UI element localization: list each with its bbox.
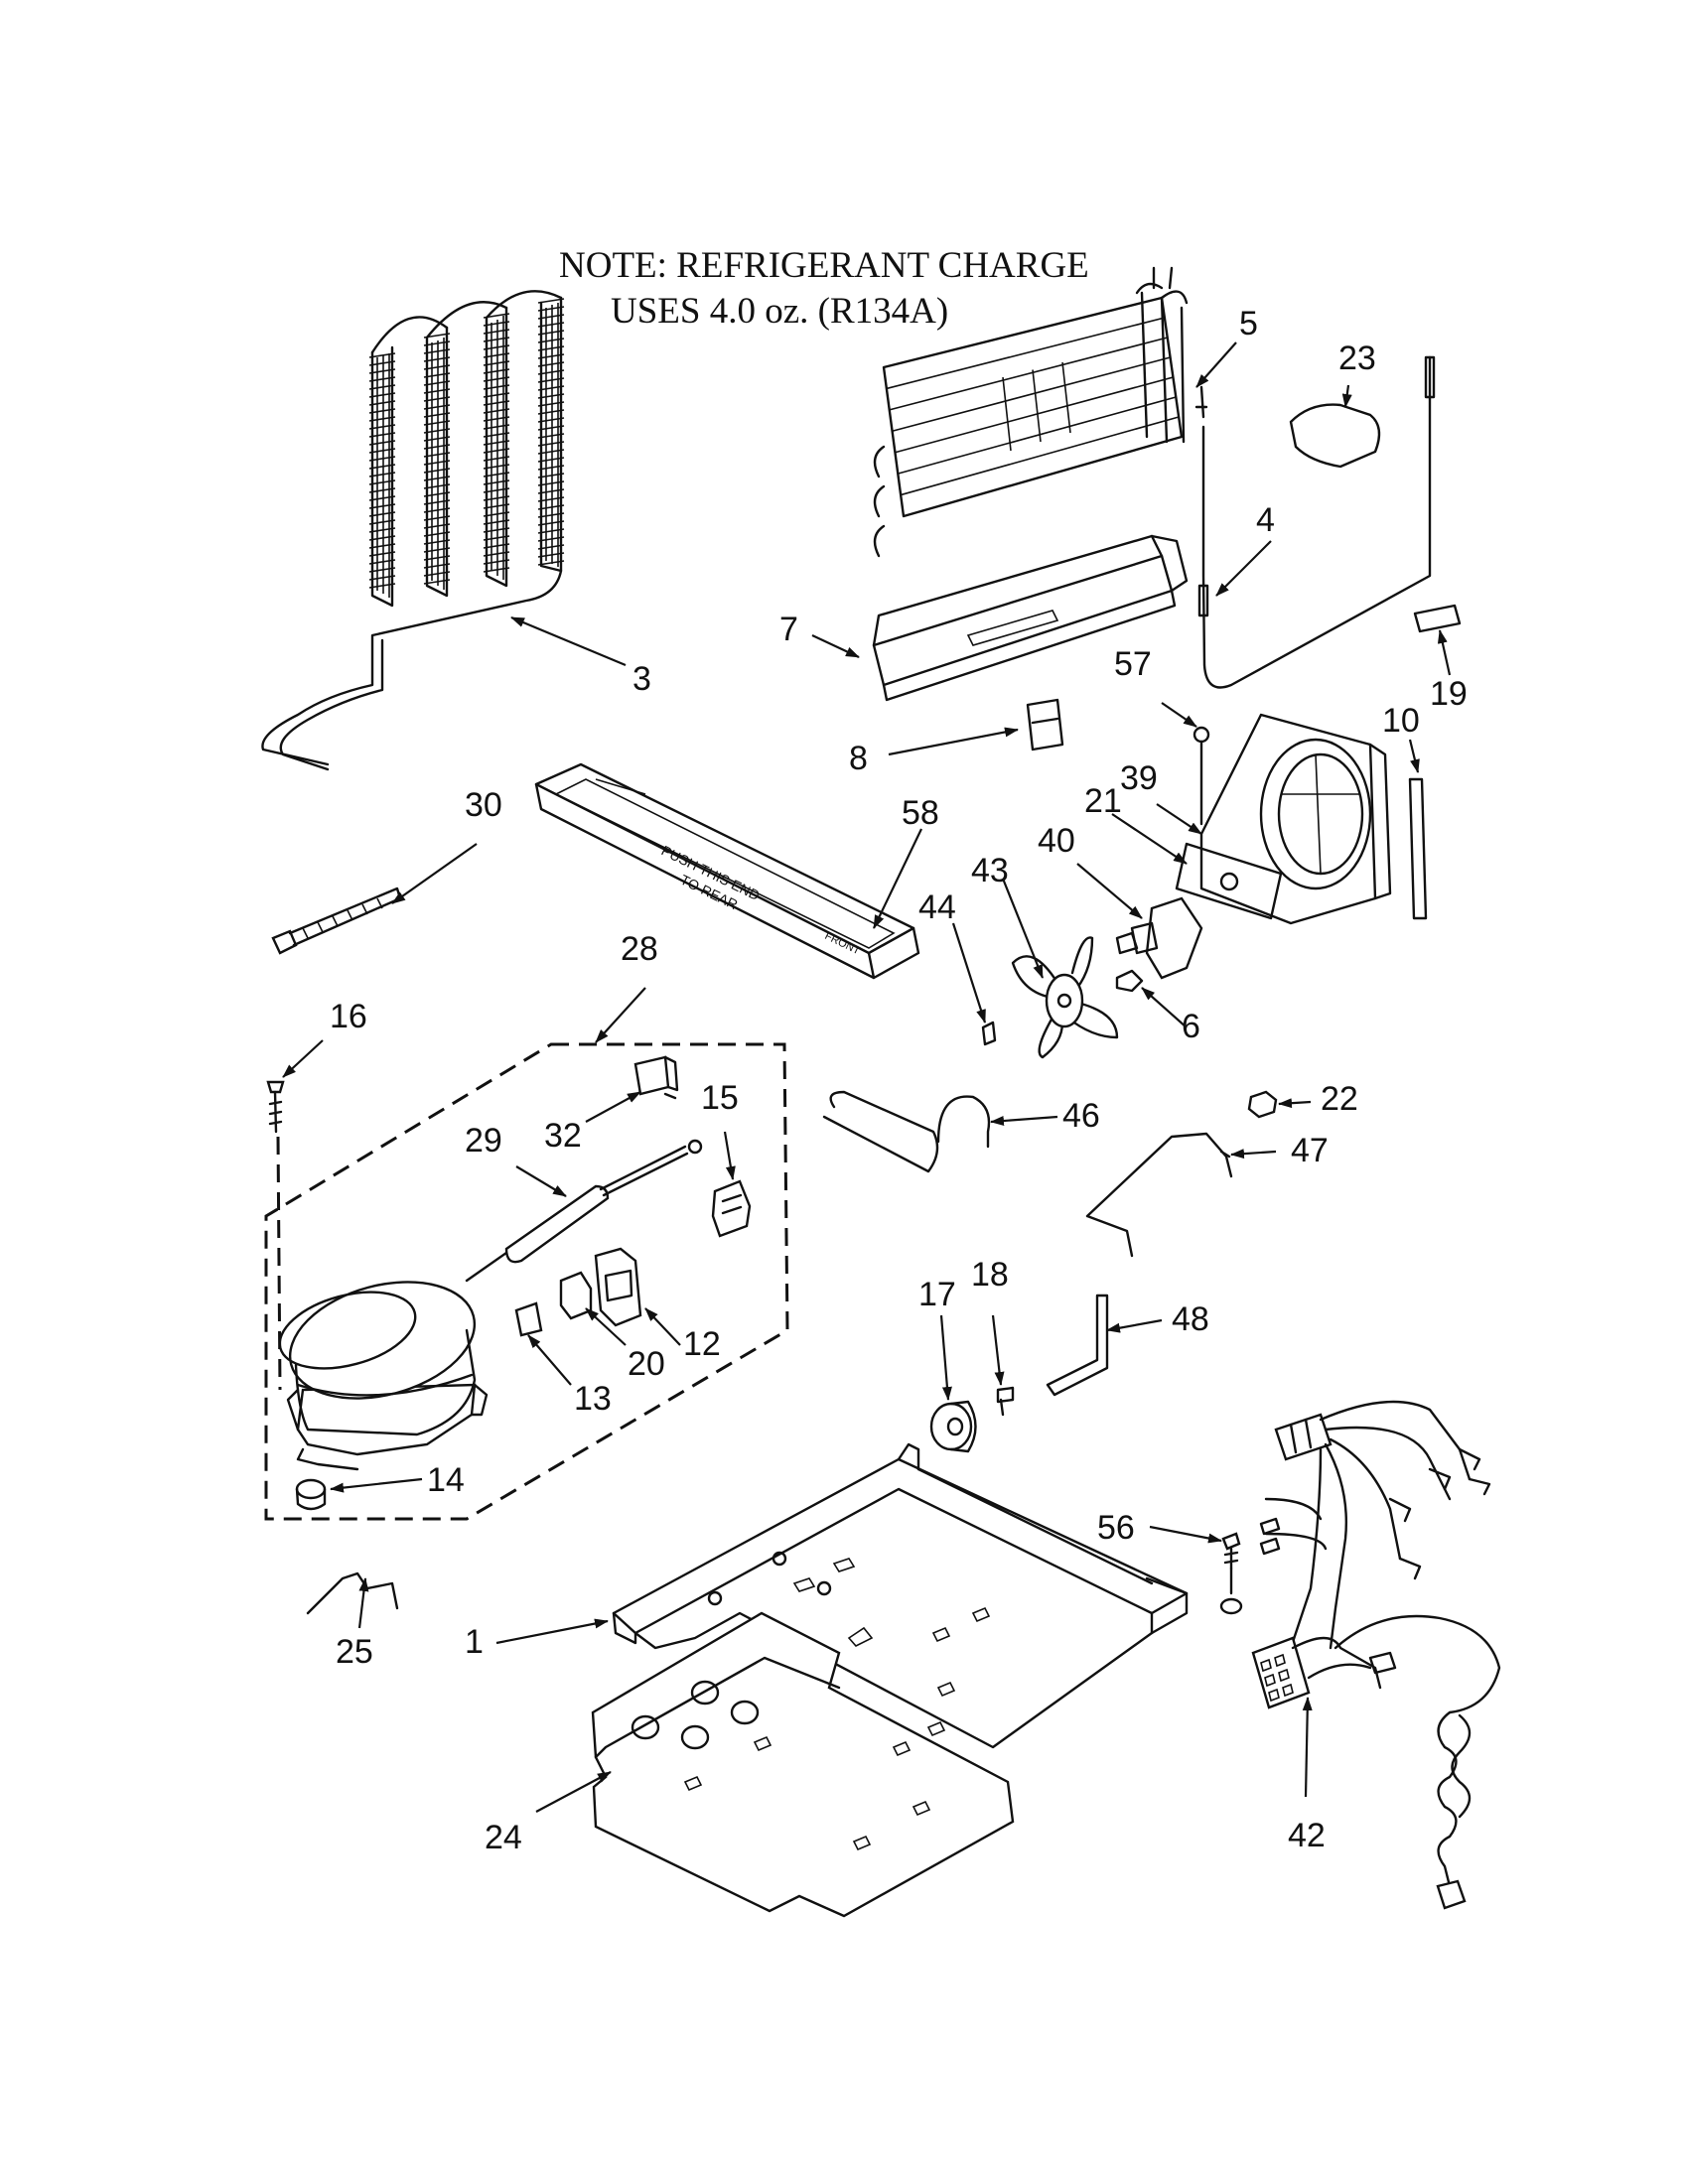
callout-30: 30 <box>465 786 502 824</box>
strip-10 <box>1408 777 1428 920</box>
wheel-17 <box>929 1400 977 1453</box>
callout-14: 14 <box>427 1461 465 1499</box>
callout-13: 13 <box>574 1380 612 1418</box>
callout-19: 19 <box>1430 675 1468 713</box>
clip-44 <box>981 1021 997 1046</box>
callout-labels: 3 5 23 4 7 8 57 19 10 39 21 40 43 44 58 … <box>330 305 1468 1856</box>
base-frame <box>612 1442 1189 1749</box>
cable-tie <box>271 887 402 955</box>
callout-5: 5 <box>1239 305 1258 342</box>
compressor <box>278 1281 489 1471</box>
callout-24: 24 <box>485 1819 522 1856</box>
callout-8: 8 <box>849 740 868 777</box>
thermistor-wire <box>1194 355 1436 689</box>
callout-42: 42 <box>1288 1817 1326 1854</box>
clip-13 <box>514 1301 543 1337</box>
note-line-2: USES 4.0 oz. (R134A) <box>611 291 949 332</box>
overload-20 <box>559 1271 593 1320</box>
callout-7: 7 <box>779 611 798 648</box>
nut-22 <box>1247 1090 1278 1119</box>
wire-hook-46 <box>822 1090 991 1173</box>
callout-28: 28 <box>621 930 658 968</box>
callout-23: 23 <box>1338 340 1376 377</box>
evaporator-trough <box>872 534 1189 702</box>
callout-29: 29 <box>465 1122 502 1160</box>
evaporator-coil <box>873 266 1189 558</box>
callout-18: 18 <box>971 1256 1009 1294</box>
callout-58: 58 <box>902 794 939 832</box>
callout-57: 57 <box>1114 645 1152 683</box>
relay-32 <box>633 1055 679 1100</box>
clip-19 <box>1413 604 1462 633</box>
cover-12 <box>594 1247 642 1327</box>
callout-20: 20 <box>628 1345 665 1383</box>
callout-21: 21 <box>1084 782 1122 820</box>
callout-32: 32 <box>544 1117 582 1155</box>
callout-39: 39 <box>1120 759 1158 797</box>
callout-43: 43 <box>971 852 1009 889</box>
callout-6: 6 <box>1182 1008 1200 1045</box>
callout-48: 48 <box>1172 1300 1209 1338</box>
callout-40: 40 <box>1038 822 1075 860</box>
bracket-47 <box>1085 1132 1233 1258</box>
base-panel <box>591 1551 1015 1918</box>
callout-10: 10 <box>1382 702 1420 740</box>
callout-1: 1 <box>465 1623 484 1661</box>
callout-3: 3 <box>632 660 651 698</box>
screw-57 <box>1193 726 1210 826</box>
callout-4: 4 <box>1256 501 1275 539</box>
drier-29 <box>465 1139 703 1283</box>
spring-clip-25 <box>306 1571 399 1615</box>
terminal-15 <box>711 1179 752 1238</box>
fan-motor <box>1115 896 1203 980</box>
motor-plate <box>1175 842 1283 920</box>
drain-tray: PUSH THIS END TO REAR FRONT <box>534 762 920 980</box>
callout-46: 46 <box>1062 1097 1100 1135</box>
grommet-14 <box>295 1478 327 1511</box>
note-line-1: NOTE: REFRIGERANT CHARGE <box>559 245 1089 286</box>
clip-8 <box>1026 698 1064 751</box>
callout-12: 12 <box>683 1325 721 1363</box>
screw-56 <box>1219 1532 1243 1615</box>
leader-arrows <box>282 341 1452 1813</box>
callout-56: 56 <box>1097 1509 1135 1547</box>
callout-25: 25 <box>336 1633 373 1671</box>
nut-6 <box>1115 969 1144 993</box>
tube-48 <box>1046 1294 1109 1397</box>
cap-23 <box>1289 403 1381 469</box>
wire-harness <box>1251 1400 1501 1910</box>
callout-44: 44 <box>918 888 956 926</box>
callout-22: 22 <box>1321 1080 1358 1118</box>
fan-shroud <box>1199 713 1392 925</box>
condenser-coil <box>261 290 565 771</box>
tray-text-front: FRONT <box>823 930 863 958</box>
compressor-group-outline <box>264 1042 789 1521</box>
fan-blade <box>1011 936 1119 1059</box>
callout-15: 15 <box>701 1079 739 1117</box>
callout-17: 17 <box>918 1276 956 1313</box>
axle-18 <box>996 1386 1015 1417</box>
callout-16: 16 <box>330 998 367 1035</box>
callout-47: 47 <box>1291 1132 1329 1169</box>
